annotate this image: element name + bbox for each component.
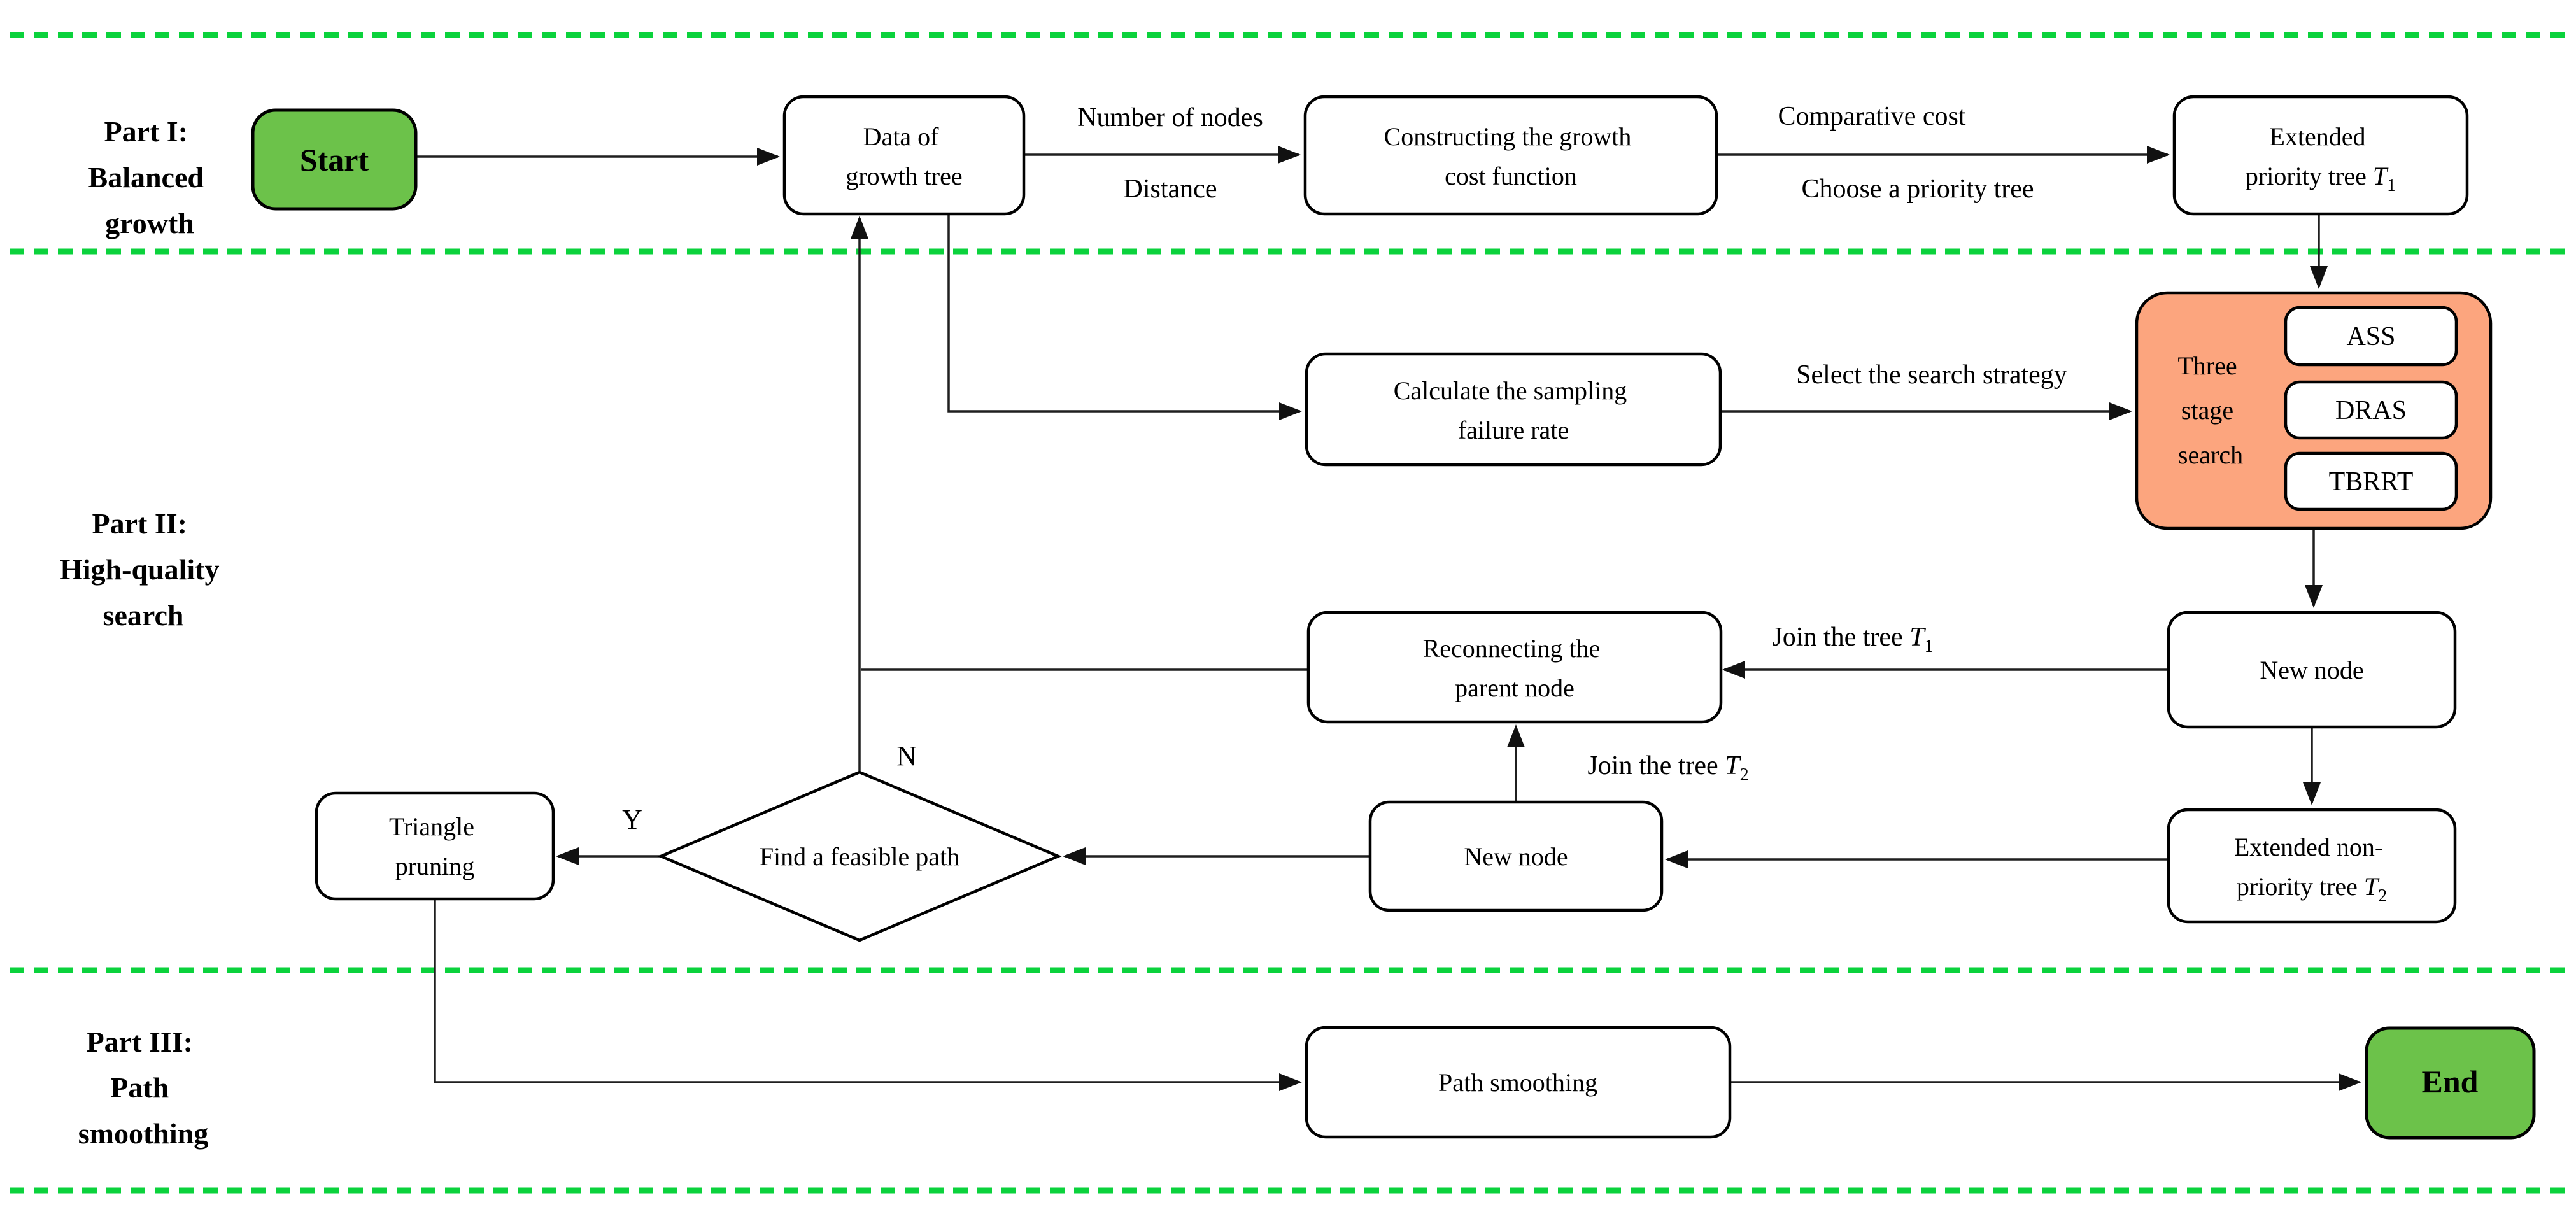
start-node: Start xyxy=(251,108,418,211)
section-divider-lines xyxy=(10,32,2569,1194)
end-node-label: End xyxy=(2422,1064,2479,1099)
tbrrt-option-shape xyxy=(2284,451,2458,511)
part3-label: Part III: Path smoothing xyxy=(78,1026,208,1150)
triangle-pruning-label: Triangle pruning xyxy=(389,812,481,880)
edge-data-to-calculate xyxy=(947,214,1302,420)
ass-option-shape xyxy=(2284,306,2458,367)
path-smoothing-shape xyxy=(1305,1026,1732,1139)
new-node-1-label: New node xyxy=(2260,656,2363,684)
start-node-shape xyxy=(251,108,418,211)
new-node-1-shape xyxy=(2167,610,2457,729)
reconnecting-parent-label: Reconnecting the parent node xyxy=(1423,634,1607,702)
start-node-label: Start xyxy=(300,142,369,178)
path-smoothing-label: Path smoothing xyxy=(1438,1068,1597,1097)
extended-priority-tree-label: Extended priority tree T1 xyxy=(2246,122,2396,195)
calculate-sampling-failure-label: Calculate the sampling failure rate xyxy=(1394,376,1634,444)
new-node-1: New node xyxy=(2167,610,2457,729)
edge-label-n: N xyxy=(896,740,917,772)
data-of-growth-tree-shape xyxy=(782,95,1026,216)
part2-label: Part II: High-quality search xyxy=(60,507,227,632)
extended-priority-tree-node: Extended priority tree T1 xyxy=(2172,95,2469,216)
extended-non-priority-tree-label: Extended non- priority tree T2 xyxy=(2234,833,2389,906)
constructing-cost-function-shape xyxy=(1303,95,1718,216)
ass-option-label: ASS xyxy=(2346,322,2395,351)
part1-label: Part I: Balanced growth xyxy=(88,115,211,239)
dras-option-shape xyxy=(2284,380,2458,440)
connector-edges xyxy=(416,146,2361,1091)
end-node-shape xyxy=(2365,1026,2536,1140)
data-of-growth-tree-node: Data of growth tree xyxy=(782,95,1026,216)
calculate-sampling-failure-node: Calculate the sampling failure rate xyxy=(1305,352,1722,467)
new-node-2-label: New node xyxy=(1464,842,1568,871)
find-feasible-path-decision: Find a feasible path xyxy=(657,770,1062,942)
edge-label-comparative-cost: Comparative cost xyxy=(1778,102,1965,131)
edge-label-join-tree-t2: Join the tree T2 xyxy=(1587,751,1748,785)
edge-label-y: Y xyxy=(622,804,642,835)
edge-label-join-tree-t1: Join the tree T1 xyxy=(1772,623,1933,656)
edge-triangle-to-pathsmoothing xyxy=(434,900,1302,1091)
find-feasible-path-label: Find a feasible path xyxy=(760,842,959,871)
reconnecting-parent-node: Reconnecting the parent node xyxy=(1306,610,1723,724)
dras-option-label: DRAS xyxy=(2335,396,2407,425)
triangle-pruning-node: Triangle pruning xyxy=(315,791,555,901)
constructing-cost-function-label: Constructing the growth cost function xyxy=(1384,122,1638,190)
new-node-2-shape xyxy=(1368,800,1664,912)
find-feasible-path-shape xyxy=(657,770,1062,942)
reconnecting-parent-shape xyxy=(1306,610,1723,724)
three-stage-search-node: Three stage search ASS DRAS TBRRT xyxy=(2135,291,2493,530)
new-node-2: New node xyxy=(1368,800,1664,912)
end-node: End xyxy=(2365,1026,2536,1140)
edge-label-choose-priority-tree: Choose a priority tree xyxy=(1801,174,2034,204)
data-of-growth-tree-label: Data of growth tree xyxy=(846,122,962,190)
edge-label-number-of-nodes: Number of nodes xyxy=(1077,103,1263,132)
tbrrt-option-label: TBRRT xyxy=(2329,467,2414,497)
constructing-cost-function-node: Constructing the growth cost function xyxy=(1303,95,1718,216)
extended-non-priority-tree-node: Extended non- priority tree T2 xyxy=(2167,808,2457,924)
calculate-sampling-failure-shape xyxy=(1305,352,1722,467)
path-smoothing-node: Path smoothing xyxy=(1305,1026,1732,1139)
triangle-pruning-shape xyxy=(315,791,555,901)
extended-non-priority-tree-shape xyxy=(2167,808,2457,924)
extended-priority-tree-shape xyxy=(2172,95,2469,216)
three-stage-search-label: Three stage search xyxy=(2177,351,2243,469)
edge-label-select-search-strategy: Select the search strategy xyxy=(1796,360,2067,390)
edge-label-distance: Distance xyxy=(1124,174,1217,204)
